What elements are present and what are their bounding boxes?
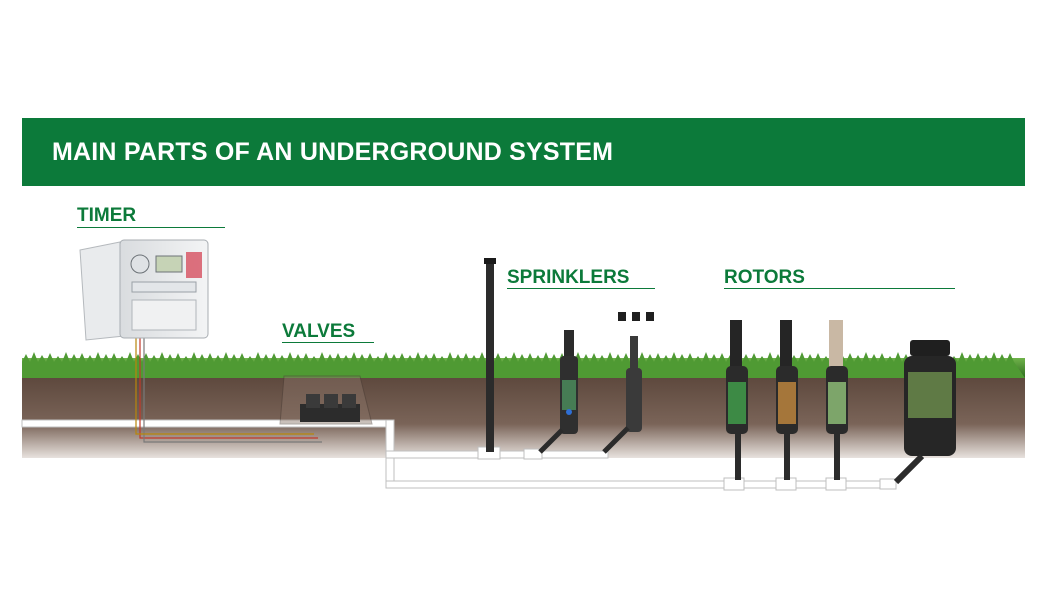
rotor-lateral-pipe <box>385 480 897 489</box>
impact-rotor-icon <box>893 340 956 485</box>
timer-terminal <box>131 299 197 331</box>
nozzle <box>618 312 626 321</box>
underline-rotors <box>724 288 955 289</box>
valve-solenoid <box>342 394 356 408</box>
label-timer: TIMER <box>77 205 137 226</box>
spray-swing-joint <box>538 428 564 454</box>
rotor-icon <box>826 320 848 480</box>
grass-blades <box>22 352 1025 378</box>
valve-body <box>300 404 360 422</box>
control-wires <box>135 334 322 443</box>
rotor-label <box>778 382 796 424</box>
soil-layer <box>22 373 1025 458</box>
label-sprinklers: SPRINKLERS <box>507 267 630 288</box>
spray-label <box>562 380 576 410</box>
timer-label-strip <box>131 281 197 293</box>
rotor-stem <box>780 320 792 370</box>
rotor-label <box>828 382 846 424</box>
spray-sprinkler-icon <box>602 336 642 454</box>
pipe-elbow <box>879 478 897 490</box>
spray-stem <box>564 330 574 360</box>
timer-buttons <box>186 252 202 278</box>
timer-door <box>79 241 125 341</box>
spray-swing-joint <box>602 426 630 454</box>
pipe-network <box>21 419 897 491</box>
timer-controller-icon <box>79 239 209 341</box>
impact-label <box>908 372 952 418</box>
rotor-icon <box>726 320 748 480</box>
valve-solenoid <box>306 394 320 408</box>
riser-pipe <box>486 260 494 452</box>
impact-swing-joint <box>893 453 925 485</box>
nozzle <box>632 312 640 321</box>
valve-manifold-icon <box>279 375 373 425</box>
underline-sprinklers <box>507 288 655 289</box>
impact-head <box>910 340 950 356</box>
title-banner: MAIN PARTS OF AN UNDERGROUND SYSTEM <box>22 118 1025 186</box>
label-valves: VALVES <box>282 321 356 342</box>
rotor-stem <box>730 320 742 370</box>
nozzle-icon <box>618 312 654 321</box>
pipe-tee <box>723 477 745 491</box>
rotor-icon <box>776 320 798 480</box>
rotor-label <box>728 382 746 424</box>
riser-cap <box>484 258 496 264</box>
valve-solenoid <box>324 394 338 408</box>
wire-yellow <box>135 334 314 435</box>
rotor-riser <box>784 434 790 480</box>
ground <box>22 352 1025 458</box>
spray-stem <box>630 336 638 370</box>
rotor-stem <box>829 320 843 370</box>
timer-dial <box>130 254 150 274</box>
spray-sprinkler-icon <box>538 330 578 454</box>
rotor-riser <box>735 434 741 480</box>
underline-valves <box>282 342 374 343</box>
riser-pipe-icon <box>484 258 496 452</box>
nozzle <box>646 312 654 321</box>
rotor-riser <box>834 434 840 480</box>
page-title: MAIN PARTS OF AN UNDERGROUND SYSTEM <box>52 138 614 166</box>
pipe-fitting <box>523 448 543 460</box>
wire-gray <box>143 334 322 443</box>
spray-indicator <box>566 409 572 415</box>
wire-red <box>139 334 318 439</box>
spray-body <box>626 368 642 432</box>
label-rotors: ROTORS <box>724 267 805 288</box>
underline-timer <box>77 227 225 228</box>
timer-display <box>155 255 183 273</box>
